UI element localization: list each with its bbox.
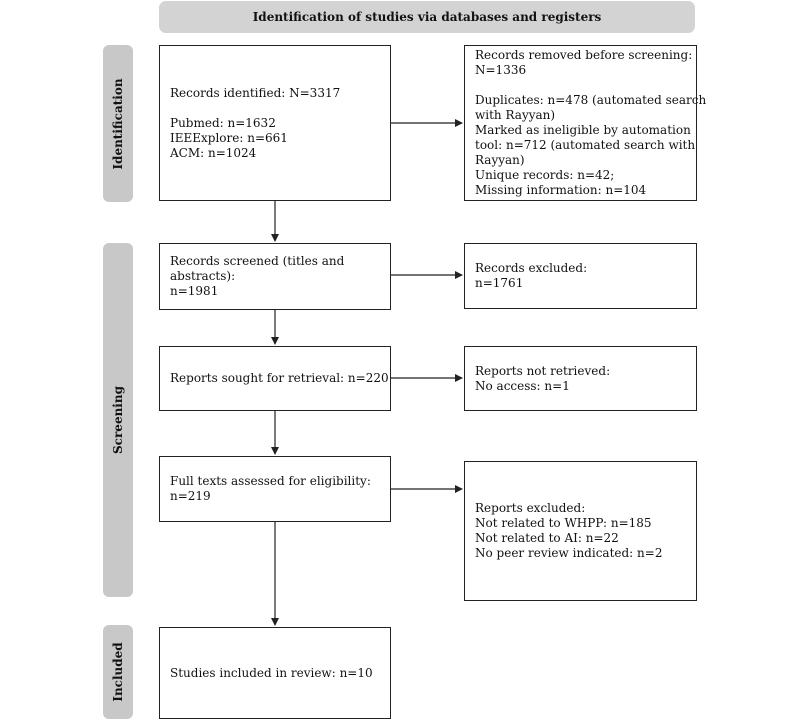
box-text-line: No peer review indicated: n=2 [475,546,663,560]
stage-screening: Screening [103,243,133,597]
box-text-line: Records screened (titles and [170,254,345,268]
box-text-line: No access: n=1 [475,378,570,393]
box-text-line: Records excluded: [475,261,588,275]
box-text-line: Reports sought for retrieval: n=220 [170,371,389,385]
box-text-line: Rayyan) [475,153,525,167]
diagram-header: Identification of studies via databases … [159,1,695,33]
studies-included-box: Studies included in review: n=10 [159,627,391,719]
box-text-line: Reports not retrieved: [475,363,611,378]
box-text-line: n=1761 [475,276,524,290]
box-text-line: Studies included in review: n=10 [170,665,373,680]
box-text-line: Not related to WHPP: n=185 [475,516,652,530]
reports-sought-box: Reports sought for retrieval: n=220 [159,346,391,411]
box-text-line: with Rayyan) [475,108,556,122]
box-text-line: Unique records: n=42; [475,168,615,182]
reports-not-retrieved-box: Reports not retrieved:No access: n=1 [464,346,697,411]
box-text-line: N=1336 [475,63,527,77]
full-texts-box: Full texts assessed for eligibility:n=21… [159,456,391,522]
records-excluded-box: Records excluded:n=1761 [464,243,697,309]
box-text-line: n=219 [170,489,211,503]
header-title: Identification of studies via databases … [252,10,602,24]
box-text-line: Marked as ineligible by automation [475,123,691,137]
box-text-line: Missing information: n=104 [475,183,647,197]
box-text-line: IEEExplore: n=661 [170,130,288,145]
box-text-line: Full texts assessed for eligibility: [170,474,371,488]
box-text-line: Pubmed: n=1632 [170,115,276,130]
stage-included: Included [103,625,133,719]
box-text-line: ACM: n=1024 [170,145,257,160]
box-text-line: abstracts): [170,269,236,283]
reports-excluded-box: Reports excluded:Not related to WHPP: n=… [464,461,697,601]
box-text-line: Records identified: N=3317 [170,85,341,100]
box-text-line: n=1981 [170,284,219,298]
stage-identification: Identification [103,45,133,202]
box-text-line: Reports excluded: [475,501,586,515]
box-text-line: Not related to AI: n=22 [475,531,619,545]
box-text-line: Records removed before screening: [475,48,693,62]
